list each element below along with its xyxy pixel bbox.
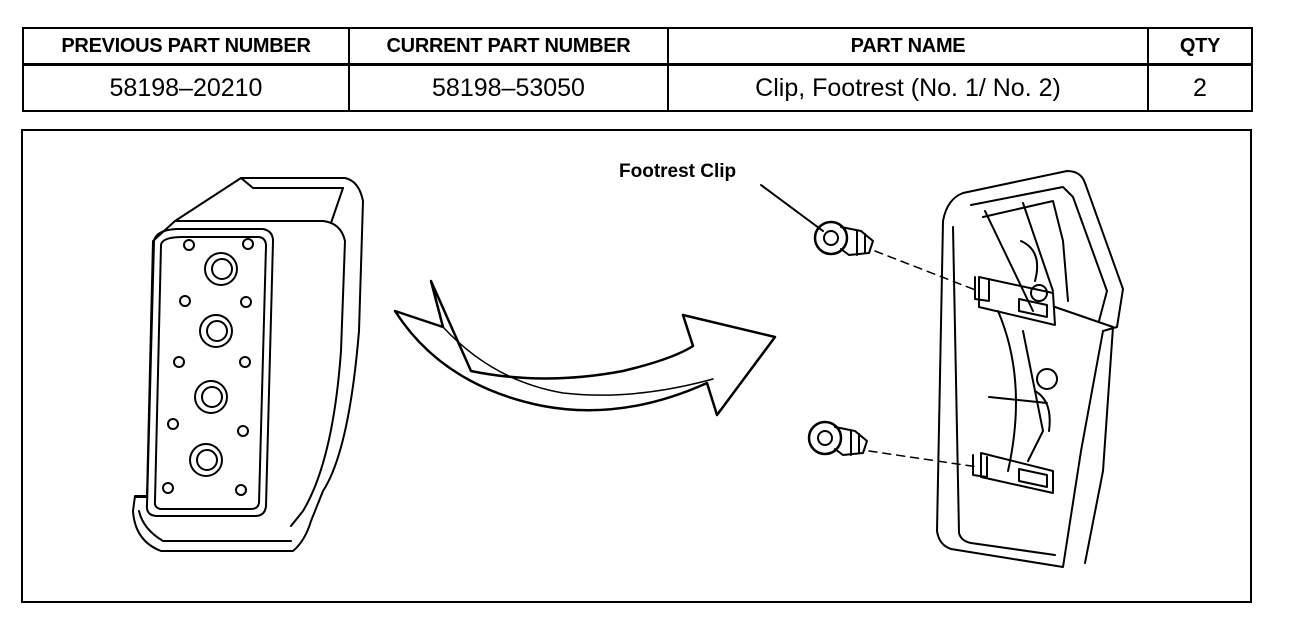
table-header-row: PREVIOUS PART NUMBER CURRENT PART NUMBER… <box>22 27 1253 66</box>
header-qty: QTY <box>1147 27 1253 66</box>
header-previous-part-number: PREVIOUS PART NUMBER <box>22 27 350 66</box>
cell-part-name: Clip, Footrest (No. 1/ No. 2) <box>667 63 1149 112</box>
clip-icon <box>807 220 874 456</box>
cell-current-part-number: 58198–53050 <box>348 63 669 112</box>
diagram-illustration <box>132 170 1124 568</box>
footrest-frame-icon <box>936 170 1124 568</box>
footrest-pad-icon <box>132 177 364 552</box>
header-part-name: PART NAME <box>667 27 1149 66</box>
curved-arrow-icon <box>393 279 777 417</box>
table-row: 58198–20210 58198–53050 Clip, Footrest (… <box>22 63 1253 112</box>
cell-previous-part-number: 58198–20210 <box>22 63 350 112</box>
diagram-panel: Footrest Clip <box>21 129 1252 603</box>
header-current-part-number: CURRENT PART NUMBER <box>348 27 669 66</box>
footrest-clip-label: Footrest Clip <box>619 161 737 182</box>
parts-table: PREVIOUS PART NUMBER CURRENT PART NUMBER… <box>22 27 1253 112</box>
cell-qty: 2 <box>1147 63 1253 112</box>
